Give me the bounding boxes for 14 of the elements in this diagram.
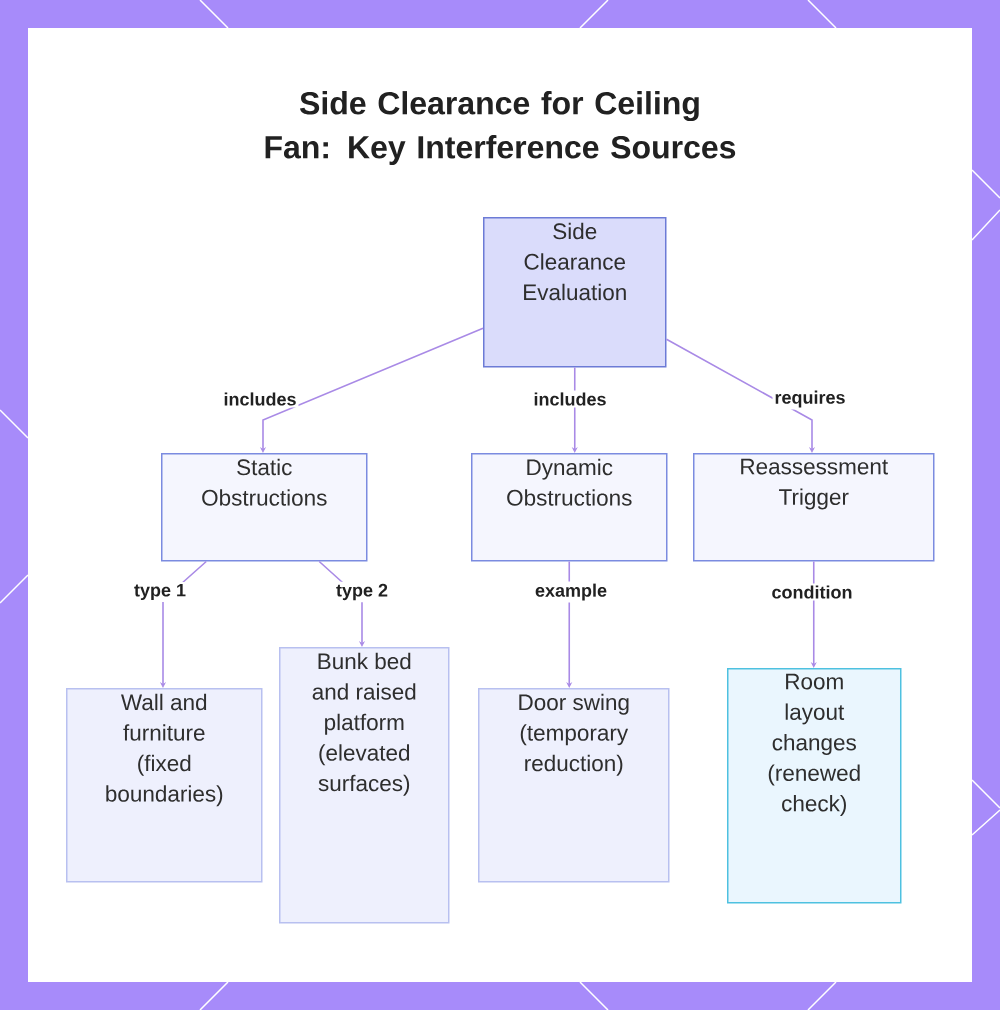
title: Side Clearance for Ceiling Fan: Key Interference Sources [265, 91, 736, 165]
edge-label: includes [221, 390, 299, 408]
edge-label: condition [769, 583, 855, 601]
category-box: Reassessment Trigger [693, 453, 935, 562]
detail-box: Wall and furniture (fixed boundaries) [66, 688, 263, 883]
edge-label: requires [772, 388, 848, 410]
arrow [665, 338, 816, 453]
detail-box: Bunk bed and raised platform (elevated surfaces) [279, 647, 450, 924]
concept-box: Side Clearance Evaluation [483, 217, 667, 368]
edge-label: includes [531, 390, 609, 408]
detail-box: Room layout changes (renewed check) [727, 668, 902, 904]
category-box: Static Obstructions [161, 453, 368, 562]
detail-box: Door swing (temporary reduction) [478, 688, 670, 883]
category-box: Dynamic Obstructions [471, 453, 668, 562]
